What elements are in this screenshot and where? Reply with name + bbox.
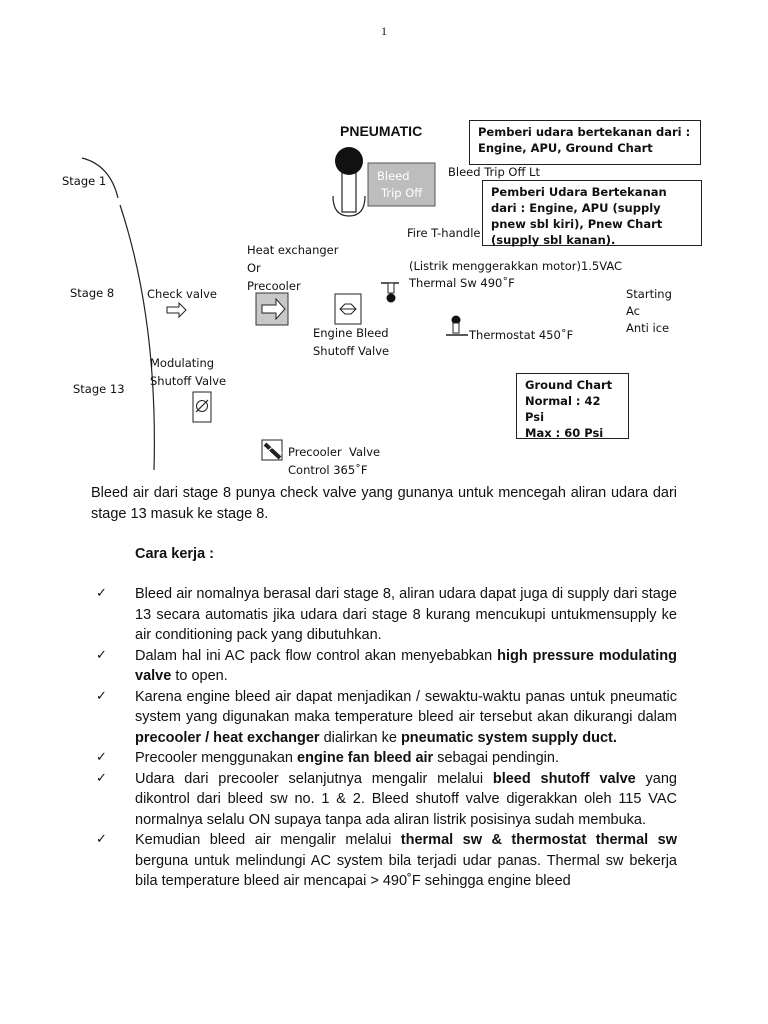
pneumatic-diagram — [81, 147, 468, 471]
bleed-trip-off-light — [367, 162, 436, 207]
list-item: ✓ Bleed air nomalnya berasal dari stage … — [96, 586, 677, 643]
bleed-button-label-1: Bleed — [377, 169, 410, 183]
list-item: ✓ Karena engine bleed air dapat menjadik… — [96, 688, 677, 746]
box-apu-supply: Pemberi Udara Bertekanan dari : Engine, … — [482, 180, 702, 247]
list-item: ✓ Kemudian bleed air mengalir melalui th… — [96, 832, 677, 889]
checkmark-icon: ✓ — [96, 750, 107, 765]
checkmark-icon: ✓ — [96, 688, 107, 704]
switch-knob-icon — [335, 147, 363, 175]
checkmark-icon: ✓ — [96, 586, 107, 601]
stage1-label: Stage 1 — [62, 174, 107, 188]
checkmark-icon: ✓ — [96, 832, 107, 847]
steps-list: ✓ Bleed air nomalnya berasal dari stage … — [91, 584, 677, 892]
thermostat-label: Thermostat 450˚F — [469, 328, 574, 342]
switch-stem — [341, 171, 357, 213]
stage13-label: Stage 13 — [73, 382, 125, 396]
heat-exchanger-arrow-icon — [261, 297, 286, 321]
list-item: ✓ Dalam hal ini AC pack flow control aka… — [96, 647, 678, 685]
anti-ice-label: Anti ice — [626, 321, 670, 335]
check-valve-label: Check valve — [147, 287, 217, 301]
modulating-label-1: Modulating — [150, 356, 215, 370]
bleed-trip-light-label: Bleed Trip Off Lt — [448, 165, 540, 179]
section-heading: Cara kerja : — [135, 546, 214, 562]
list-item: ✓ Precooler menggunakan engine fan bleed… — [91, 748, 677, 769]
switch-base — [332, 195, 366, 217]
heat-exchanger-label-3: Precooler — [247, 279, 301, 293]
engine-bleed-label-2: Shutoff Valve — [313, 344, 390, 358]
fire-handle-label: Fire T-handle — [407, 226, 481, 240]
engine-curve-bottom — [119, 204, 155, 471]
ground-chart-box: Ground Chart Normal : 42 Psi Max : 60 Ps… — [516, 373, 629, 440]
modulating-label-2: Shutoff Valve — [150, 374, 227, 388]
ac-label: Ac — [626, 304, 640, 318]
intro-paragraph: Bleed air dari stage 8 punya check valve… — [91, 485, 677, 522]
page-number: 1 — [381, 24, 387, 38]
heat-exchanger-label-1: Heat exchanger — [247, 243, 339, 257]
starting-label: Starting — [626, 287, 672, 301]
bleed-button-label-2: Trip Off — [381, 186, 423, 200]
modulating-valve-icon — [195, 399, 209, 413]
engine-bleed-label-1: Engine Bleed — [313, 326, 389, 340]
ground-chart-max: Max : 60 Psi — [525, 426, 604, 440]
thermal-switch-icon — [381, 282, 399, 303]
thermal-sw-label: Thermal Sw 490˚F — [409, 276, 515, 290]
precooler-valve-label-2: Control 365˚F — [288, 463, 368, 477]
checkmark-icon: ✓ — [96, 647, 107, 663]
engine-curve-top — [81, 157, 119, 199]
precooler-valve-icon — [261, 439, 283, 461]
list-item: ✓ Udara dari precooler selanjutnya menga… — [96, 770, 677, 828]
diagram-title: PNEUMATIC — [340, 123, 423, 139]
heat-exchanger-label-2: Or — [247, 261, 261, 275]
motor-note: (Listrik menggerakkan motor)1.5VAC — [409, 259, 623, 273]
box-air-source: Pemberi udara bertekanan dari : Engine, … — [469, 120, 701, 165]
thermostat-icon — [446, 315, 468, 336]
check-valve-arrow-icon — [166, 301, 187, 319]
ground-chart-title: Ground Chart — [525, 378, 613, 392]
ground-chart-normal: Normal : 42 Psi — [525, 394, 601, 424]
stage8-label: Stage 8 — [70, 286, 115, 300]
checkmark-icon: ✓ — [96, 770, 107, 786]
precooler-valve-label-1: Precooler Valve — [288, 445, 381, 459]
